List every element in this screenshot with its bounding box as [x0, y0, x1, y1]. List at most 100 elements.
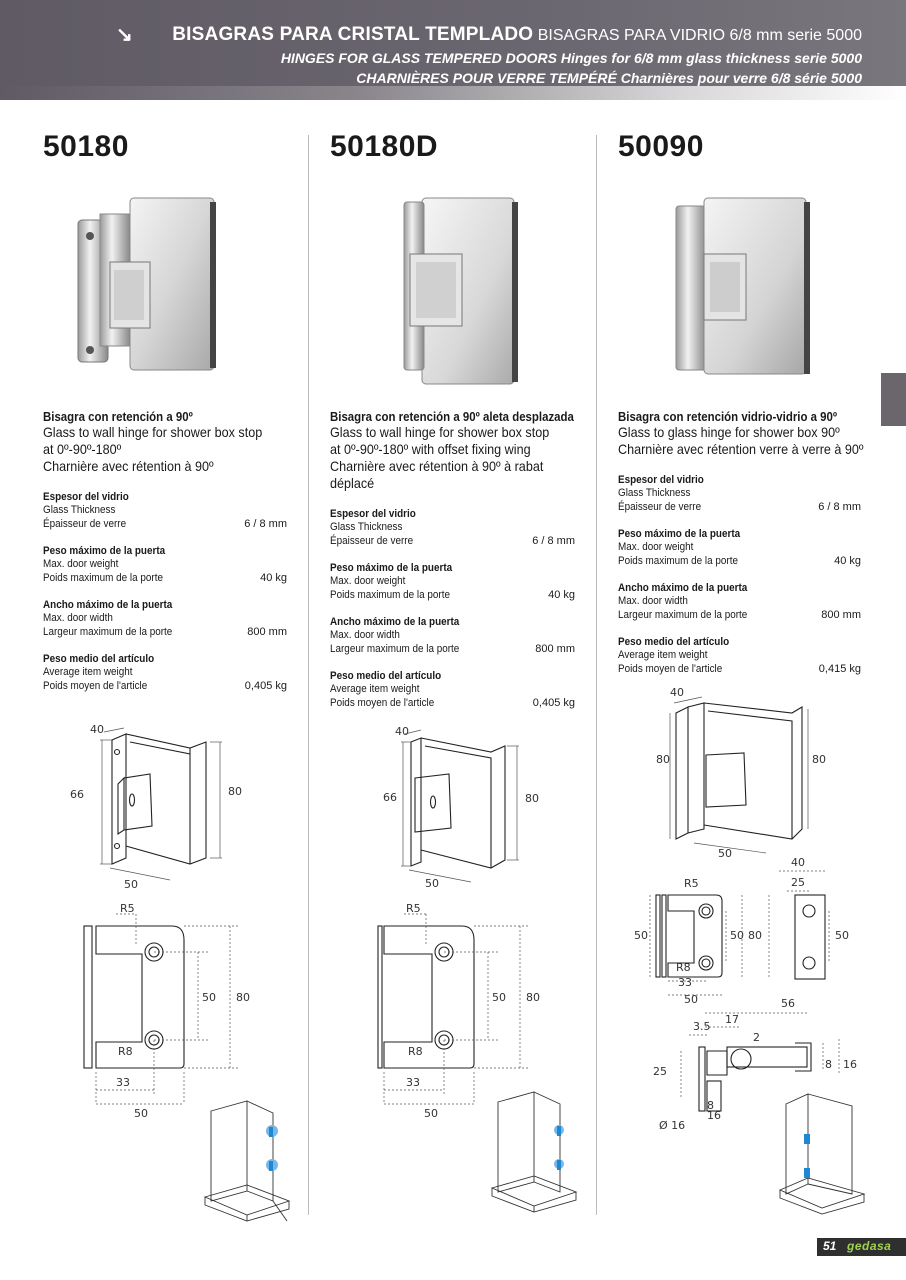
description-line: Charnière avec rétention à 90º: [43, 458, 214, 474]
dim-label: 16: [843, 1058, 857, 1071]
product-code: 50180D: [330, 130, 439, 163]
spec-avg-weight: Peso medio del artículo Average item wei…: [330, 670, 575, 709]
spec-max-weight: Peso máximo de la puerta Max. door weigh…: [43, 545, 287, 584]
dim-label: 8: [707, 1099, 714, 1112]
dim-label: 50: [425, 877, 439, 890]
dim-label: 50: [634, 929, 648, 942]
dim-label: 56: [781, 997, 795, 1010]
dim-label: 50: [684, 993, 698, 1005]
dim-label: 50: [718, 847, 732, 860]
dim-label: 33: [116, 1076, 130, 1089]
dim-label: 50: [492, 991, 506, 1004]
spec-avg-weight: Peso medio del artículo Average item wei…: [618, 636, 861, 675]
isometric-drawing-50180: 40 66 80 50: [70, 723, 242, 891]
dim-label: 66: [383, 791, 397, 804]
arrow-icon: ↘: [116, 24, 133, 46]
spec-max-weight: Peso máximo de la puerta Max. door weigh…: [618, 528, 861, 567]
dim-label: 40: [90, 723, 104, 736]
header-title-es-bold: BISAGRAS PARA CRISTAL TEMPLADO: [172, 24, 534, 45]
dim-label: 16: [707, 1109, 721, 1122]
column-divider: [308, 135, 309, 1215]
description-line: Charnière avec rétention verre à verre à…: [618, 441, 864, 457]
section-tab: [881, 373, 906, 426]
dim-label: 40: [395, 725, 409, 738]
product-description: Bisagra con retención a 90º aleta despla…: [330, 409, 607, 492]
dim-label: 17: [725, 1013, 739, 1026]
spec-value: 0,405 kg: [244, 679, 287, 692]
dim-label: 80: [526, 991, 540, 1004]
header-title-en: HINGES FOR GLASS TEMPERED DOORS Hinges f…: [280, 50, 862, 66]
header-title-es: BISAGRAS PARA CRISTAL TEMPLADO BISAGRAS …: [172, 24, 862, 46]
spec-avg-weight: Peso medio del artículo Average item wei…: [43, 653, 287, 692]
description-line: Charnière avec rétention à 90º à rabat: [330, 458, 544, 474]
plan-drawing-50180: R5 50 80 R8 33 50: [83, 902, 250, 1120]
dim-label: 50: [124, 878, 138, 891]
description-line: déplacé: [330, 475, 375, 491]
spec-value: 6 / 8 mm: [244, 517, 287, 530]
description-line: Glass to wall hinge for shower box stop: [43, 424, 263, 440]
description-line: at 0º-90º-180º with offset fixing wing: [330, 441, 531, 457]
plan-drawing-50180D: R5 50 80 R8 33 50: [377, 902, 540, 1120]
spec-value: 40 kg: [260, 571, 287, 584]
description-line: Glass to glass hinge for shower box 90º: [618, 424, 840, 440]
section-drawing-50090: 56 17 3.5 2 25 8 16 8 16 Ø 16: [653, 997, 857, 1132]
spec-glass-thickness: Espesor del vidrio Glass Thickness Épais…: [43, 491, 287, 530]
spec-max-weight: Peso máximo de la puerta Max. door weigh…: [330, 562, 575, 601]
dim-label: Ø 16: [659, 1119, 685, 1132]
spec-list: Espesor del vidrio Glass Thickness Épais…: [330, 507, 575, 723]
spec-max-width: Ancho máximo de la puerta Max. door widt…: [618, 582, 861, 621]
dim-label: 80: [236, 991, 250, 1004]
spec-value: 0,415 kg: [818, 662, 861, 675]
hinge-photo-50180D: [403, 197, 518, 385]
plan-drawing-50090: R5 50 50 80 R8 33 50: [634, 877, 762, 1005]
spec-max-width: Ancho máximo de la puerta Max. door widt…: [330, 616, 575, 655]
spec-value: 0,405 kg: [532, 696, 575, 709]
dim-label: R8: [676, 961, 691, 974]
shower-box-diagram-50180D: [490, 1091, 578, 1213]
dim-label: 33: [678, 976, 692, 989]
dim-label: 25: [791, 876, 805, 889]
column-divider: [596, 135, 597, 1215]
dim-label: 50: [835, 929, 849, 942]
dim-label: 80: [228, 785, 242, 798]
dim-label: R8: [408, 1045, 423, 1058]
dim-label: R5: [684, 877, 699, 890]
page-header: ↘ BISAGRAS PARA CRISTAL TEMPLADO BISAGRA…: [0, 0, 906, 100]
product-code-50090: 50090: [618, 130, 868, 164]
dim-label: 80: [748, 929, 762, 942]
dim-label: 33: [406, 1076, 420, 1089]
product-description: Bisagra con retención vidrio-vidrio a 90…: [618, 409, 891, 458]
spec-glass-thickness: Espesor del vidrio Glass Thickness Épais…: [330, 508, 575, 547]
spec-value: 40 kg: [548, 588, 575, 601]
dim-label: 40: [791, 856, 805, 869]
spec-value: 6 / 8 mm: [532, 534, 575, 547]
spec-value: 800 mm: [821, 608, 861, 621]
dim-label: R5: [406, 902, 421, 915]
product-code-50180: 50180: [43, 130, 293, 164]
dim-label: R8: [118, 1045, 133, 1058]
product-description: Bisagra con retención a 90º Glass to wal…: [43, 409, 287, 475]
side-drawing-50090: 40 25 50: [768, 856, 849, 980]
isometric-drawing-50180D: 40 66 80 50: [383, 725, 539, 890]
description-line: Glass to wall hinge for shower box stop: [330, 424, 550, 440]
product-code: 50180: [43, 130, 129, 163]
dim-label: 80: [525, 792, 539, 805]
header-title-fr: CHARNIÈRES POUR VERRE TEMPÉRÉ Charnières…: [356, 70, 862, 86]
spec-list: Espesor del vidrio Glass Thickness Épais…: [43, 490, 287, 706]
description-line: at 0º-90º-180º: [43, 441, 122, 457]
header-fade: [0, 86, 906, 100]
page-number: 51: [823, 1239, 837, 1253]
shower-box-diagram-50180: [203, 1100, 291, 1222]
spec-glass-thickness: Espesor del vidrio Glass Thickness Épais…: [618, 474, 861, 513]
dim-label: 50: [134, 1107, 148, 1120]
product-code-50180D: 50180D: [330, 130, 580, 164]
dim-label: 3.5: [693, 1020, 711, 1033]
dim-label: 80: [812, 753, 826, 766]
dim-label: 50: [424, 1107, 438, 1120]
description-title: Bisagra con retención a 90º aleta despla…: [330, 409, 574, 424]
spec-value: 40 kg: [834, 554, 861, 567]
header-title-es-light: BISAGRAS PARA VIDRIO 6/8 mm serie 5000: [533, 27, 862, 44]
dim-label: 2: [753, 1031, 760, 1044]
dim-label: 8: [825, 1058, 832, 1071]
dim-label: 80: [656, 753, 670, 766]
